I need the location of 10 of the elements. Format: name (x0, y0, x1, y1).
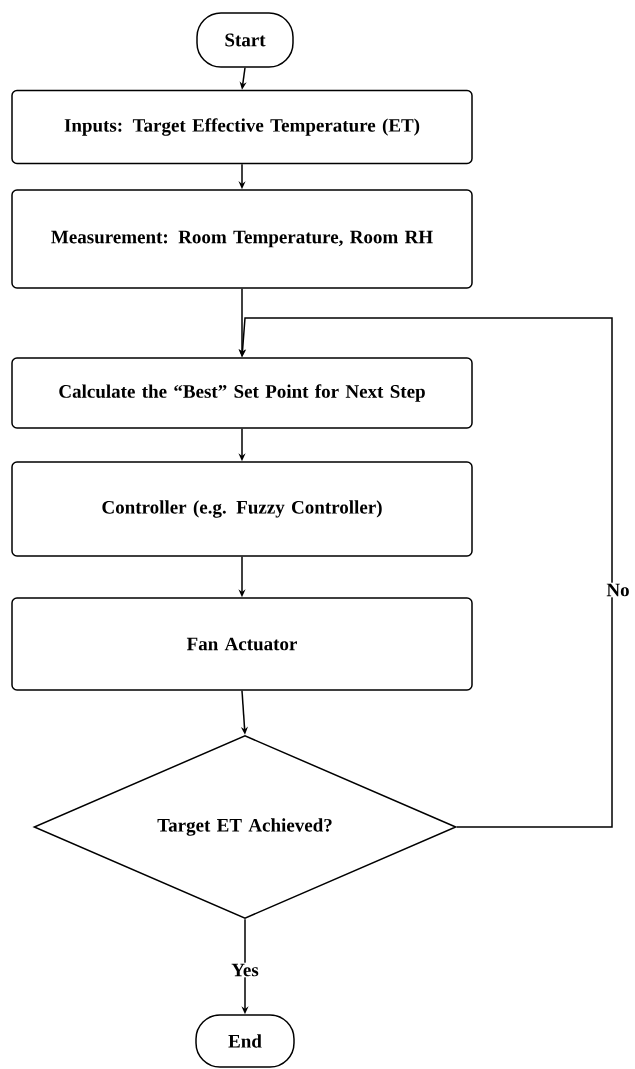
process-box: Fan Actuator (11, 597, 473, 691)
process-box: Measurement: Room Temperature, Room RH (11, 189, 473, 289)
terminal-box: End (195, 1014, 295, 1068)
process-box: Inputs: Target Effective Temperature (ET) (11, 89, 473, 165)
process-box: Controller (e.g. Fuzzy Controller) (11, 461, 473, 557)
process-box: Calculate the “Best” Set Point for Next Step (11, 357, 473, 429)
terminal-box: Start (196, 12, 294, 68)
edge-label: Yes (230, 962, 260, 978)
arrow (239, 317, 613, 828)
edge-label: No (605, 582, 631, 598)
